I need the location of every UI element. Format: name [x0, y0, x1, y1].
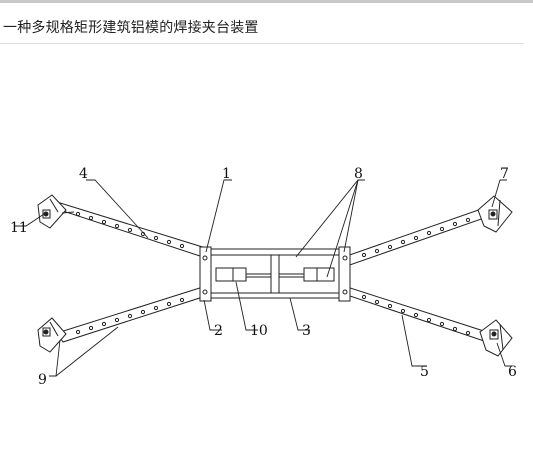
- label-7: 7: [500, 166, 509, 182]
- label-11: 11: [10, 220, 28, 236]
- label-4: 4: [79, 166, 88, 182]
- top-border: [0, 0, 533, 3]
- clamp-head-lower-right: [479, 319, 513, 357]
- label-8: 8: [354, 166, 363, 182]
- clamp-head-upper-right: [477, 195, 513, 233]
- arm-lower-right: [340, 284, 494, 344]
- label-1: 1: [222, 166, 231, 182]
- reference-labels: 4 1 8 7 11 2 10 3 5 6 9: [10, 166, 517, 388]
- label-6: 6: [508, 364, 517, 380]
- label-10: 10: [250, 323, 268, 339]
- arm-upper-left: [55, 201, 210, 259]
- center-frame: [199, 246, 351, 302]
- leader-lines: [14, 179, 512, 377]
- label-3: 3: [302, 323, 311, 339]
- clamp-head-upper-left: [37, 194, 75, 229]
- label-5: 5: [420, 364, 429, 380]
- label-9: 9: [38, 372, 47, 388]
- page-title: 一种多规格矩形建筑铝模的焊接夹台装置: [3, 20, 259, 36]
- arm-upper-right: [340, 206, 491, 268]
- arm-lower-left: [56, 285, 210, 343]
- clamp-head-lower-left: [37, 317, 67, 353]
- title-divider: [0, 43, 524, 44]
- label-2: 2: [214, 323, 223, 339]
